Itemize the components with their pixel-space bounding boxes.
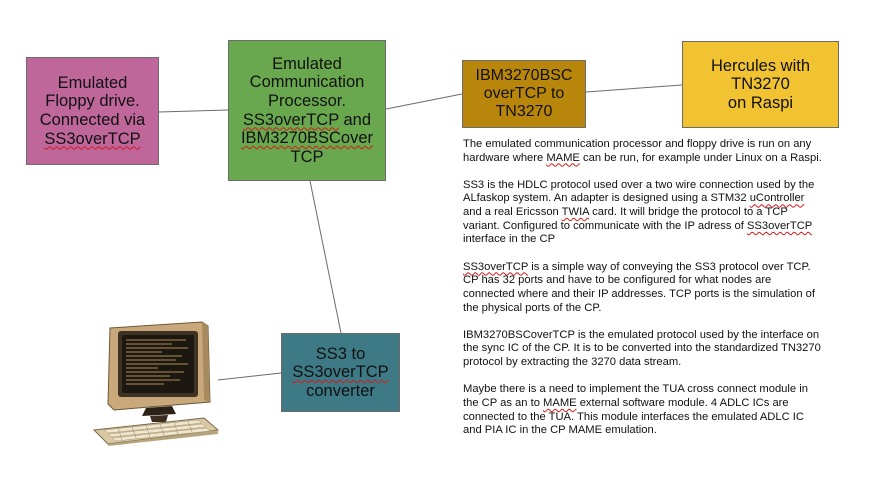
text-run: and a real Ericsson — [463, 206, 562, 219]
text-run: Processor. — [268, 91, 346, 110]
box-line: SS3 to — [292, 345, 388, 364]
spellcheck-word: IBM3270BSCover — [240, 129, 374, 148]
text-run: Hercules with — [710, 56, 811, 75]
text-run: Emulated — [57, 73, 128, 92]
text-run: TN3270 — [495, 103, 553, 121]
box-line: IBM3270BSC — [476, 67, 573, 85]
spellcheck-word: SS3overTCP — [44, 129, 141, 148]
spellcheck-word: uController — [749, 192, 805, 205]
text-run: The emulated communication processor and… — [463, 138, 812, 164]
box-line: Floppy drive. — [40, 92, 146, 111]
box-line: Communication — [241, 73, 373, 92]
box-line: SS3overTCP and — [241, 111, 373, 130]
spellcheck-word: MAME — [546, 151, 580, 164]
spellcheck-word: MAME — [543, 396, 577, 409]
spellcheck-word: TWIA — [561, 206, 590, 219]
box-line: overTCP to — [476, 85, 573, 103]
spellcheck-word: SS3overTCP — [292, 363, 389, 382]
text-run: is a simple way of conveying the SS3 pro… — [463, 260, 815, 314]
text-run: SS3 is the HDLC protocol used over a two… — [463, 178, 815, 205]
box-line: SS3overTCP — [40, 130, 146, 149]
box-line: TN3270 — [711, 75, 810, 94]
text-run: external software module. 4 ADLC ICs are… — [463, 396, 804, 437]
box-line: IBM3270BSCover — [241, 129, 373, 148]
text-run: on Raspi — [727, 93, 794, 112]
connector-cp-converter — [309, 180, 342, 334]
text-run: Connected via — [39, 111, 146, 129]
text-run: can be run, for example under Linux on a… — [579, 151, 822, 164]
text-run: TN3270 — [731, 75, 790, 94]
text-run: interface in the CP — [463, 233, 556, 246]
description-paragraph: SS3 is the HDLC protocol used over a two… — [463, 179, 823, 247]
box-line: TCP — [241, 148, 373, 167]
text-run: card. It will bridge the protocol to a T… — [463, 206, 788, 232]
connector-ibm-hercules — [585, 84, 683, 93]
text-run: converter — [306, 381, 375, 400]
box-line: Emulated — [40, 74, 146, 93]
text-run: TCP — [290, 147, 324, 166]
text-run: SS3 to — [315, 344, 366, 363]
text-run: Floppy drive. — [45, 92, 140, 111]
connector-terminal-converter — [217, 372, 282, 381]
box-line: Hercules with — [711, 57, 810, 76]
box-line: TN3270 — [476, 103, 573, 121]
spellcheck-word: SS3overTCP — [242, 110, 339, 129]
description-text: The emulated communication processor and… — [463, 138, 823, 451]
text-run: Emulated — [272, 54, 342, 73]
connector-cp-ibm — [385, 93, 463, 110]
spellcheck-word: SS3overTCP — [746, 219, 813, 232]
text-run: Communication — [249, 73, 365, 92]
box-line: SS3overTCP — [292, 363, 388, 382]
text-run: IBM3270BSCoverTCP is the emulated protoc… — [463, 328, 821, 369]
spellcheck-word: SS3overTCP — [463, 260, 529, 273]
box-line: converter — [292, 382, 388, 401]
box-line: on Raspi — [711, 94, 810, 113]
box-line: Processor. — [241, 92, 373, 111]
box-line: Connected via — [40, 111, 146, 130]
text-run: Maybe there is a need to implement the T… — [463, 383, 808, 409]
connector-floppy-cp — [158, 109, 229, 113]
description-paragraph: IBM3270BSCoverTCP is the emulated protoc… — [463, 329, 823, 370]
text-run: overTCP to — [483, 84, 565, 102]
alfaskop-terminal-icon — [92, 321, 220, 446]
text-run: and — [338, 110, 372, 129]
description-paragraph: Maybe there is a need to implement the T… — [463, 383, 823, 438]
text-run: IBM3270BSC — [475, 66, 573, 84]
description-paragraph: SS3overTCP is a simple way of conveying … — [463, 261, 823, 316]
description-paragraph: The emulated communication processor and… — [463, 138, 823, 165]
box-line: Emulated — [241, 55, 373, 74]
